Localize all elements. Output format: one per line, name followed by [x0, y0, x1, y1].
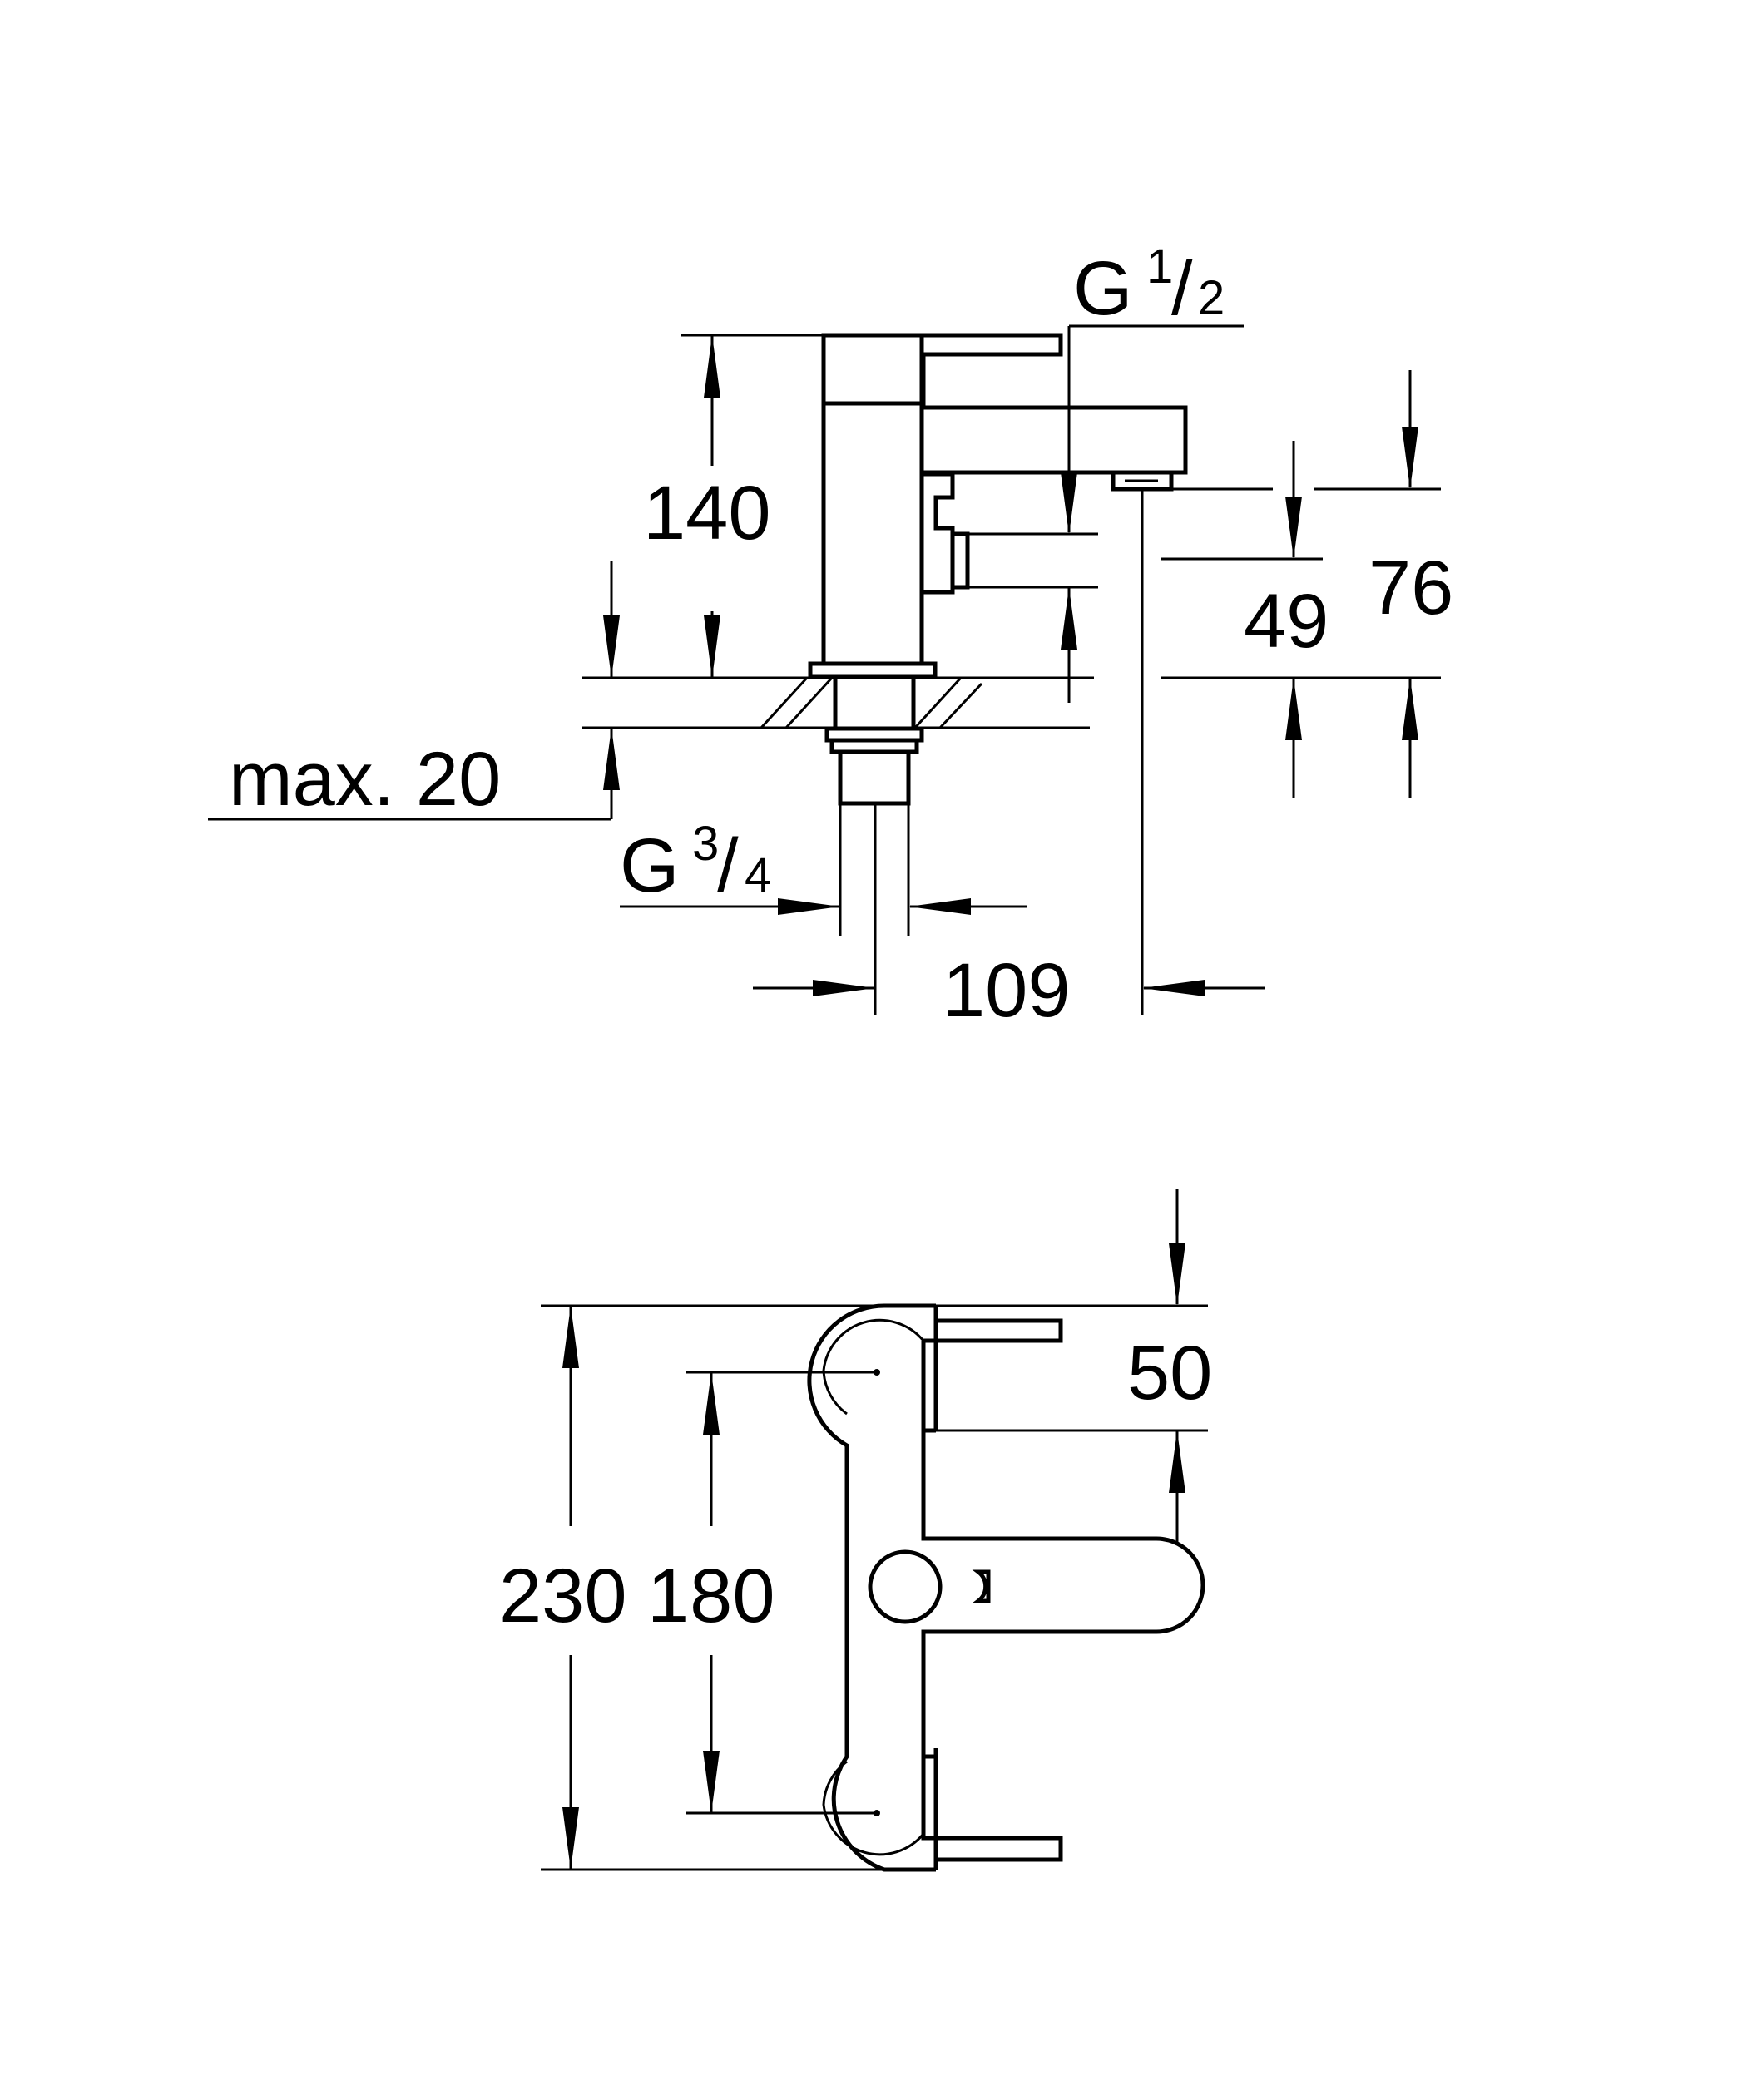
- dimension-140: 140: [643, 334, 822, 678]
- dimension-49: 49: [1161, 441, 1329, 798]
- connection-g-half: G 1 / 2: [969, 240, 1244, 703]
- dimension-180: 180: [647, 1371, 877, 1815]
- g-three-quarter-denominator: 4: [745, 848, 771, 902]
- connection-g-three-quarter: G 3 / 4: [620, 817, 1027, 915]
- dimension-50: 50: [936, 1189, 1212, 1545]
- g-three-quarter-slash: /: [717, 823, 739, 908]
- dimension-max-20: max. 20: [208, 561, 620, 822]
- g-half-numerator: 1: [1146, 240, 1173, 294]
- dimension-49-label: 49: [1244, 579, 1329, 664]
- side-view: 140 max. 20 G 1 / 2: [208, 240, 1453, 1033]
- faucet-body-side: [808, 333, 1188, 679]
- dimension-109: 109: [753, 489, 1265, 1033]
- dimension-76-label: 76: [1368, 546, 1453, 630]
- g-half-letter: G: [1073, 246, 1133, 331]
- dimension-max-20-label: max. 20: [229, 737, 501, 822]
- dimension-180-label: 180: [647, 1554, 775, 1638]
- g-three-quarter-numerator: 3: [692, 817, 719, 871]
- g-half-slash: /: [1171, 246, 1193, 331]
- deck-section: [582, 674, 1094, 1015]
- dimension-140-label: 140: [643, 471, 771, 556]
- faucet-body-top: [807, 1303, 1205, 1872]
- g-half-denominator: 2: [1198, 271, 1225, 325]
- g-three-quarter-letter: G: [620, 823, 680, 908]
- dimension-230-label: 230: [499, 1554, 627, 1638]
- dimension-230: 230: [499, 1304, 1208, 1871]
- dimension-76: 76: [1161, 370, 1453, 798]
- dimension-109-label: 109: [943, 948, 1071, 1033]
- dimension-50-label: 50: [1127, 1331, 1212, 1416]
- top-view: 230 180 50: [499, 1189, 1212, 1872]
